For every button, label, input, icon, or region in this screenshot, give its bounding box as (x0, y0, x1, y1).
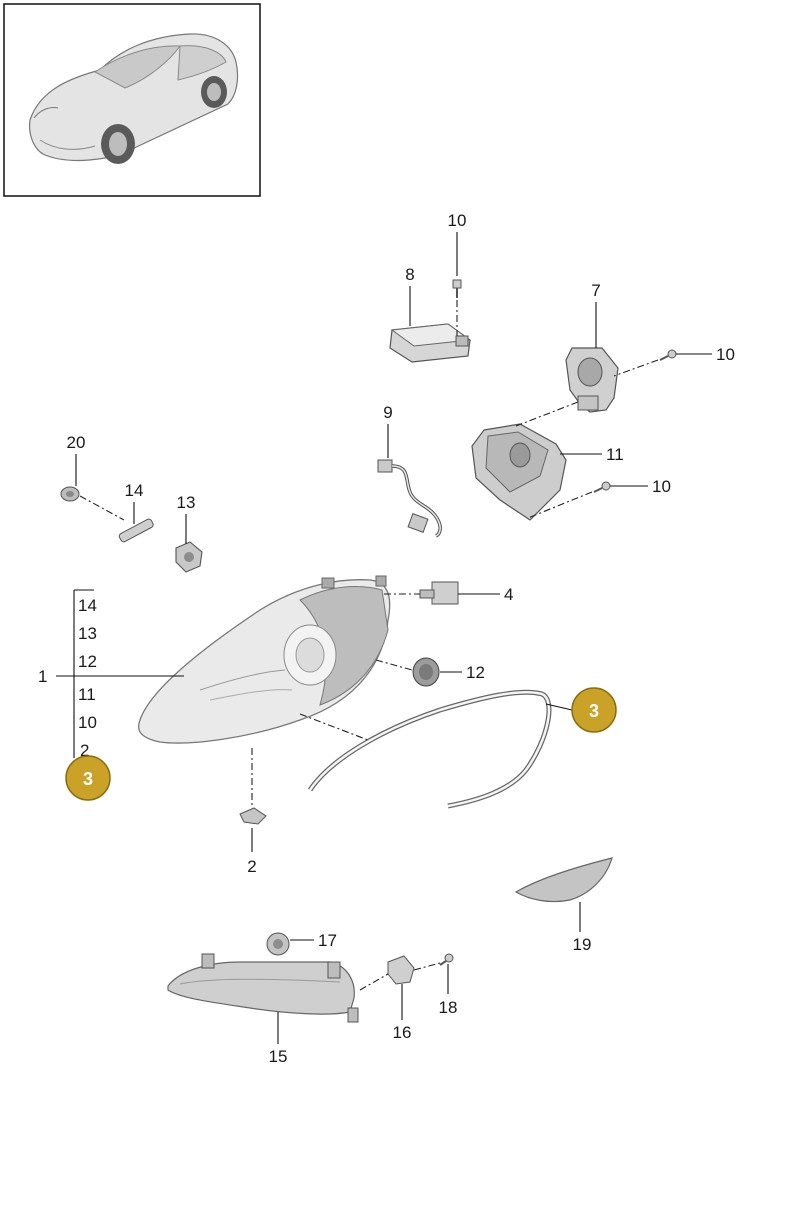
callout-20: 20 (67, 433, 86, 452)
callout-2: 2 (247, 857, 256, 876)
bracket-item: 11 (78, 685, 96, 704)
part-12-cap (412, 657, 440, 687)
part-19-trim (514, 857, 613, 903)
callout-13: 13 (177, 493, 196, 512)
badge-left[interactable]: 3 (65, 755, 111, 801)
callout-10-top: 10 (448, 211, 467, 230)
part-11-housing (471, 423, 567, 521)
callout-8: 8 (405, 265, 414, 284)
part-20-grommet (60, 486, 80, 502)
part-10-screw-right-lower (593, 481, 611, 493)
bracket-item: 12 (78, 652, 97, 671)
callout-labels: 10 8 7 10 9 11 10 20 14 13 4 12 1 2 19 1… (38, 211, 735, 1066)
bracket-list: 14 13 12 11 10 2 (78, 596, 97, 760)
callout-12: 12 (466, 663, 485, 682)
part-3-seal (307, 689, 552, 809)
callout-1: 1 (38, 667, 47, 686)
callout-7: 7 (591, 281, 600, 300)
part-17-grommet (266, 932, 290, 956)
car-thumbnail (3, 3, 261, 197)
part-14-clip (118, 518, 154, 543)
part-16-socket (387, 955, 415, 985)
callout-16: 16 (393, 1023, 412, 1042)
part-13-nut (175, 541, 203, 573)
callout-18: 18 (439, 998, 458, 1017)
bracket-item: 13 (78, 624, 97, 643)
bracket-item: 14 (78, 596, 97, 615)
part-4-socket (419, 581, 459, 605)
bracket-item: 2 (80, 741, 89, 760)
part-2-mount (239, 807, 267, 825)
badge-right[interactable]: 3 (571, 687, 617, 733)
callout-4: 4 (504, 585, 513, 604)
part-18-screw (439, 953, 454, 966)
callout-9: 9 (383, 403, 392, 422)
part-1-headlamp (137, 575, 391, 744)
callout-17: 17 (318, 931, 337, 950)
leader-lines (56, 232, 712, 1044)
callout-15: 15 (269, 1047, 288, 1066)
part-10-screw-right-upper (659, 349, 677, 361)
callout-10-right-upper: 10 (716, 345, 735, 364)
callout-10-right-lower: 10 (652, 477, 671, 496)
part-9-wiring (377, 459, 442, 538)
badge-right-label: 3 (589, 701, 599, 721)
bracket-item: 10 (78, 713, 97, 732)
part-15-lower-lamp (167, 953, 359, 1023)
badge-left-label: 3 (83, 769, 93, 789)
part-8-control-unit (389, 323, 472, 363)
part-7-bracket (565, 347, 619, 413)
callout-11: 11 (606, 445, 624, 464)
part-10-screw-top (452, 279, 462, 298)
callout-14: 14 (125, 481, 144, 500)
callout-19: 19 (573, 935, 592, 954)
assembly-lines (79, 300, 659, 991)
